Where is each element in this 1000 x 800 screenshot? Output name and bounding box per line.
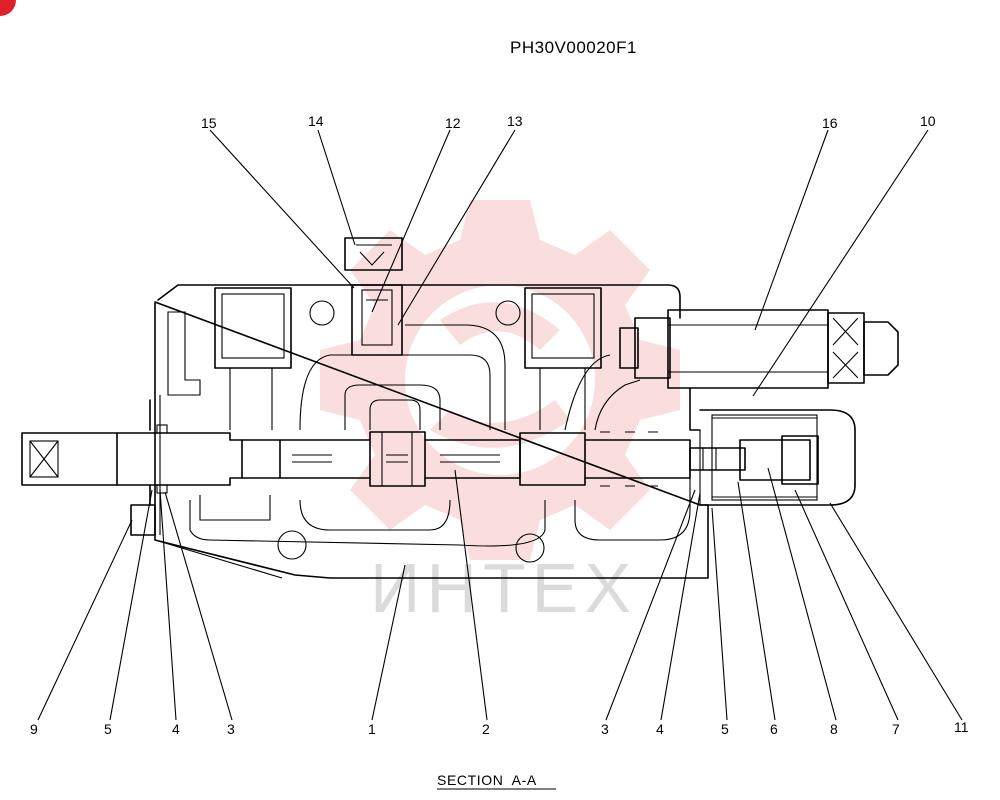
callout-11: 11 [954,719,969,735]
callout-1: 1 [368,721,376,737]
right-land [539,367,586,430]
callout-5-right: 5 [721,721,729,737]
callout-14: 14 [308,113,324,129]
watermark-gear-logo [320,200,680,560]
callout-7: 7 [892,721,900,737]
callout-16: 16 [822,115,838,131]
callouts: 15 14 12 13 16 10 9 5 4 3 1 2 3 4 5 6 8 … [30,113,969,737]
corner-badge [0,0,16,16]
section-title: SECTION A-A [437,772,537,788]
callout-4-left: 4 [172,721,180,737]
solenoid [619,309,899,389]
callout-3-right: 3 [601,721,609,737]
callout-12: 12 [445,115,461,131]
valve-body [154,284,709,579]
callout-6: 6 [770,721,778,737]
callout-3-left: 3 [227,721,235,737]
check-valve [344,237,403,356]
document-id: PH30V00020F1 [510,38,637,57]
callout-4-right: 4 [656,721,664,737]
callout-8: 8 [830,721,838,737]
callout-5-left: 5 [104,721,112,737]
callout-15: 15 [201,115,217,131]
watermark-text: ИНТЕХ [370,549,637,627]
callout-9: 9 [30,721,38,737]
callout-13: 13 [507,113,523,129]
leader-lines [37,129,963,721]
callout-10: 10 [920,113,936,129]
left-land [229,367,273,430]
callout-2: 2 [482,721,490,737]
spring-cap [689,409,856,506]
